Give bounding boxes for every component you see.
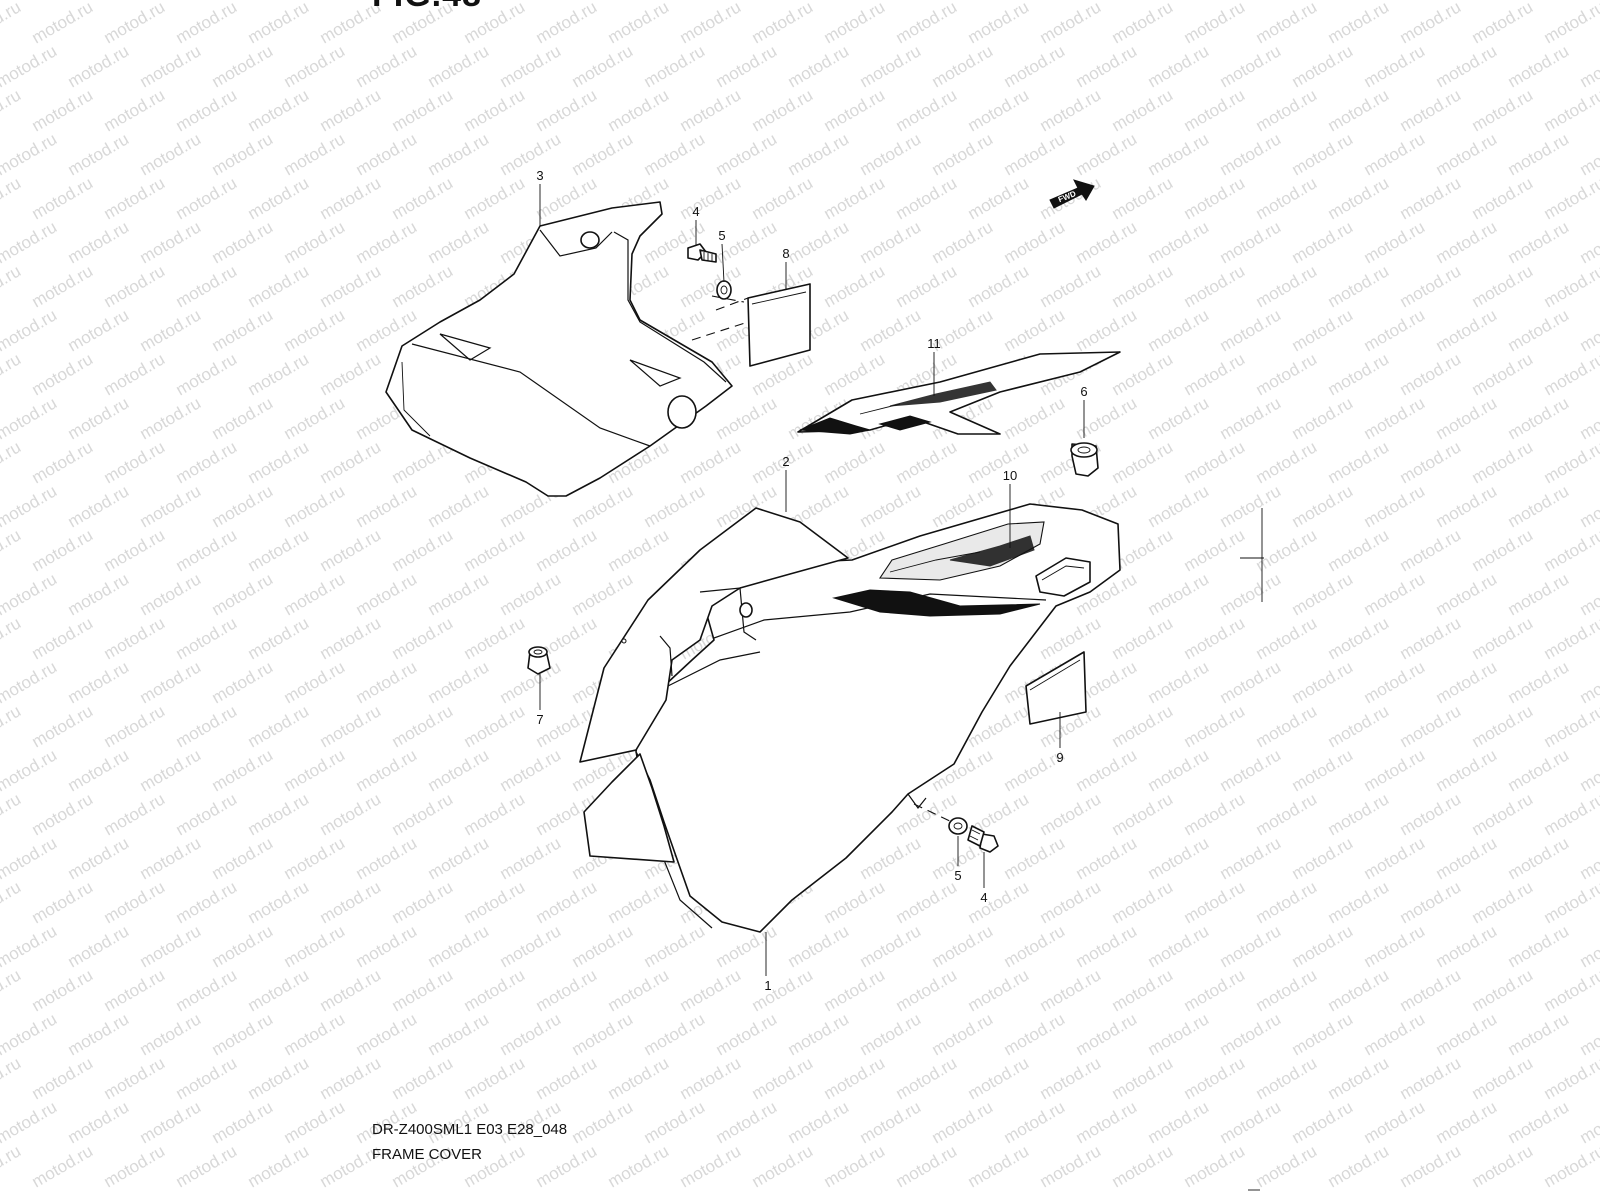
model-code: DR-Z400SML1 E03 E28_048 <box>372 1121 568 1138</box>
bolt-4-lower <box>967 825 999 853</box>
washer-5-lower <box>913 803 968 835</box>
margin-mark <box>1240 508 1264 1191</box>
callout-3: 3 <box>536 168 543 183</box>
callout-4-upper: 4 <box>692 204 699 219</box>
callout-9: 9 <box>1056 750 1063 765</box>
callout-8: 8 <box>782 246 789 261</box>
callout-1: 1 <box>764 978 771 993</box>
callout-leaders <box>539 184 1085 976</box>
part-8-pad <box>691 283 811 367</box>
washer-5-upper <box>711 280 745 303</box>
bolt-4-upper <box>687 243 717 263</box>
figure-name: FRAME COVER <box>372 1146 483 1163</box>
callout-4-lower: 4 <box>980 890 987 905</box>
callout-5-upper: 5 <box>718 228 725 243</box>
callout-10: 10 <box>1003 468 1017 483</box>
callout-numbers: 1 2 3 4 5 6 7 8 9 10 11 5 4 <box>536 168 1087 993</box>
part-2-side-panel <box>579 507 849 863</box>
figure-title: FIG.48 <box>372 0 482 15</box>
part-6-grommet <box>1070 442 1099 477</box>
callout-6: 6 <box>1080 384 1087 399</box>
callout-7: 7 <box>536 712 543 727</box>
callout-11: 11 <box>927 336 941 351</box>
part-10-decal-lower <box>832 521 1045 617</box>
callout-2: 2 <box>782 454 789 469</box>
part-9-pad <box>1025 651 1087 725</box>
fwd-arrow-label: FWD <box>1057 189 1077 204</box>
part-3-upper-cover <box>385 201 733 497</box>
callout-5-lower: 5 <box>954 868 961 883</box>
part-11-decal-upper <box>797 351 1121 435</box>
part-7-grommet <box>527 646 551 675</box>
fwd-arrow: FWD <box>1049 179 1095 209</box>
